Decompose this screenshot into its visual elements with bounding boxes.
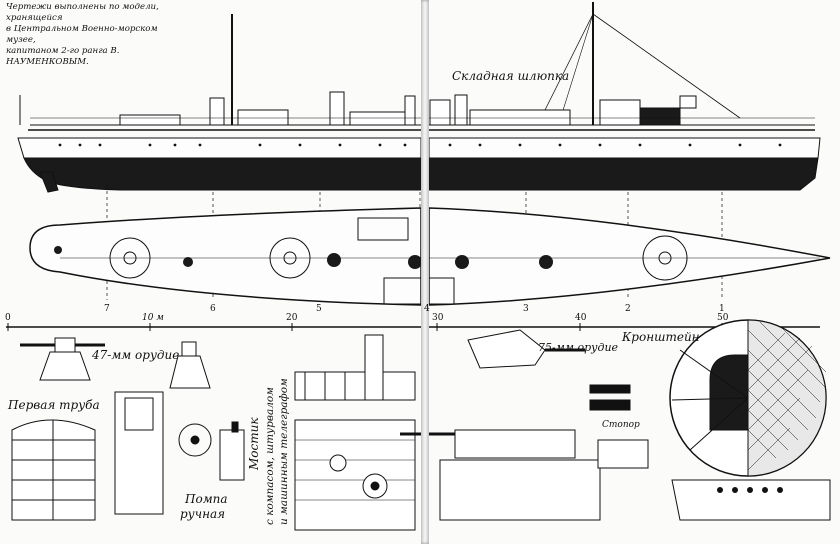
frame-number-2: 2 — [625, 304, 631, 314]
gun-47mm-drawing — [20, 337, 211, 389]
frame-number-6: 6 — [210, 304, 216, 314]
frame-number-1: 1 — [719, 304, 725, 314]
label-stopper: Стопор — [602, 420, 640, 430]
header-line-3: капитаном 2-го ранга В. НАУМЕНКОВЫМ. — [6, 46, 120, 67]
plan-view — [29, 207, 831, 306]
scale-tick-50: 50 — [717, 313, 729, 323]
label-first-funnel: Первая труба — [8, 398, 100, 412]
header-line-2: в Центральном Военно-морском музее, — [6, 24, 158, 45]
bracket-drawing — [669, 319, 831, 521]
label-bridge-2: с компасом, штурвалом — [264, 387, 276, 525]
scale-tick-30: 30 — [432, 313, 444, 323]
boat-drawing — [11, 419, 96, 521]
label-gun-47: 47-мм орудие — [92, 348, 180, 362]
bridge-drawing — [294, 334, 416, 531]
pump-drawing — [114, 391, 245, 515]
frame-number-4: 4 — [424, 304, 430, 314]
scale-tick-0: 0 — [5, 313, 11, 323]
label-bracket: Кронштейн — [622, 330, 700, 344]
label-hand-pump-2: ручная — [180, 507, 226, 521]
scale-tick-10: 10 м — [142, 313, 164, 323]
header-line-1: Чертежи выполнены по модели, хранящейся — [6, 2, 159, 23]
label-bridge-1: Мостик — [247, 417, 261, 470]
scale-tick-40: 40 — [575, 313, 587, 323]
header-caption: Чертежи выполнены по модели, хранящейся … — [6, 2, 176, 68]
label-folding-boat: Складная шлюпка — [452, 69, 570, 83]
label-hand-pump-1: Помпа — [185, 492, 228, 506]
frame-number-3: 3 — [523, 304, 529, 314]
frame-number-7: 7 — [104, 304, 110, 314]
side-profile-right — [428, 2, 821, 191]
label-gun-75: 75-мм орудие — [538, 341, 619, 354]
gun-75mm-drawing — [400, 329, 649, 521]
page-gutter — [421, 0, 429, 544]
side-profile-left — [17, 14, 422, 193]
scale-tick-20: 20 — [286, 313, 298, 323]
label-bridge-3: и машинным телеграфом — [278, 378, 290, 525]
frame-number-5: 5 — [316, 304, 322, 314]
